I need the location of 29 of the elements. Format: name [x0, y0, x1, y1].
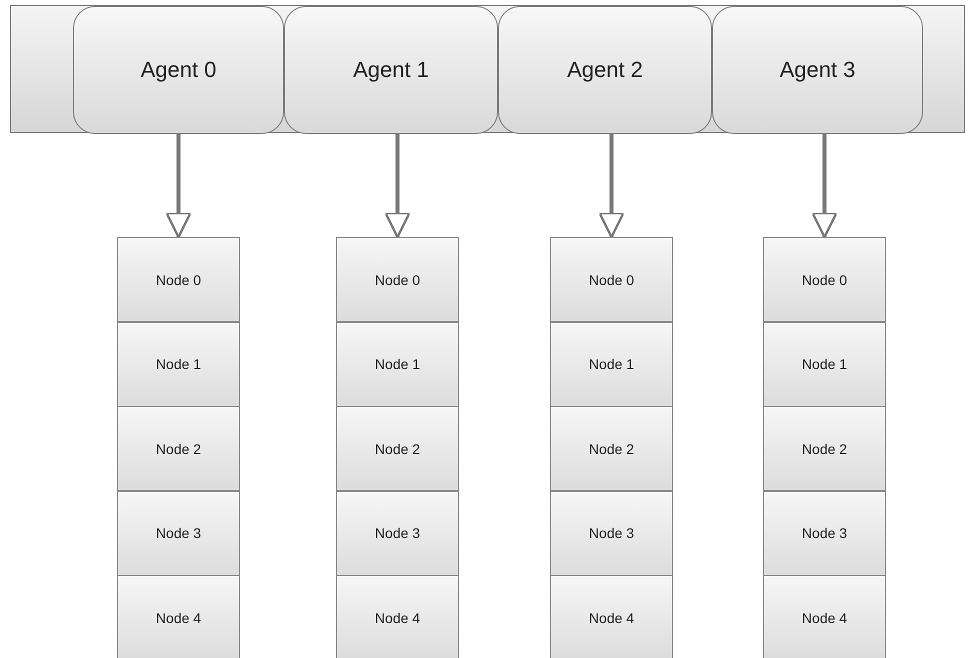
node-box: Node 0 — [763, 237, 886, 322]
node-box: Node 0 — [336, 237, 459, 322]
node-box: Node 4 — [117, 575, 240, 658]
node-box: Node 2 — [117, 406, 240, 491]
node-box: Node 1 — [336, 322, 459, 406]
node-box: Node 2 — [763, 406, 886, 491]
agent-box: Agent 1 — [284, 6, 498, 134]
agent-box: Agent 3 — [712, 6, 923, 134]
band-bar — [10, 5, 965, 133]
agent-box: Agent 0 — [73, 6, 284, 134]
arrow — [598, 134, 625, 238]
node-box: Node 2 — [550, 406, 673, 491]
node-box: Node 1 — [763, 322, 886, 406]
node-box: Node 1 — [117, 322, 240, 406]
node-box: Node 0 — [550, 237, 673, 322]
node-box: Node 3 — [763, 490, 886, 576]
node-box: Node 2 — [336, 406, 459, 491]
node-box: Node 0 — [117, 237, 240, 322]
arrow — [811, 134, 838, 238]
agent-box: Agent 2 — [498, 6, 712, 134]
node-box: Node 3 — [117, 490, 240, 576]
arrow — [165, 134, 192, 238]
node-box: Node 4 — [763, 575, 886, 658]
arrow — [384, 134, 411, 238]
node-box: Node 4 — [336, 575, 459, 658]
node-box: Node 3 — [336, 490, 459, 576]
node-box: Node 3 — [550, 490, 673, 576]
node-box: Node 1 — [550, 322, 673, 406]
node-box: Node 4 — [550, 575, 673, 658]
